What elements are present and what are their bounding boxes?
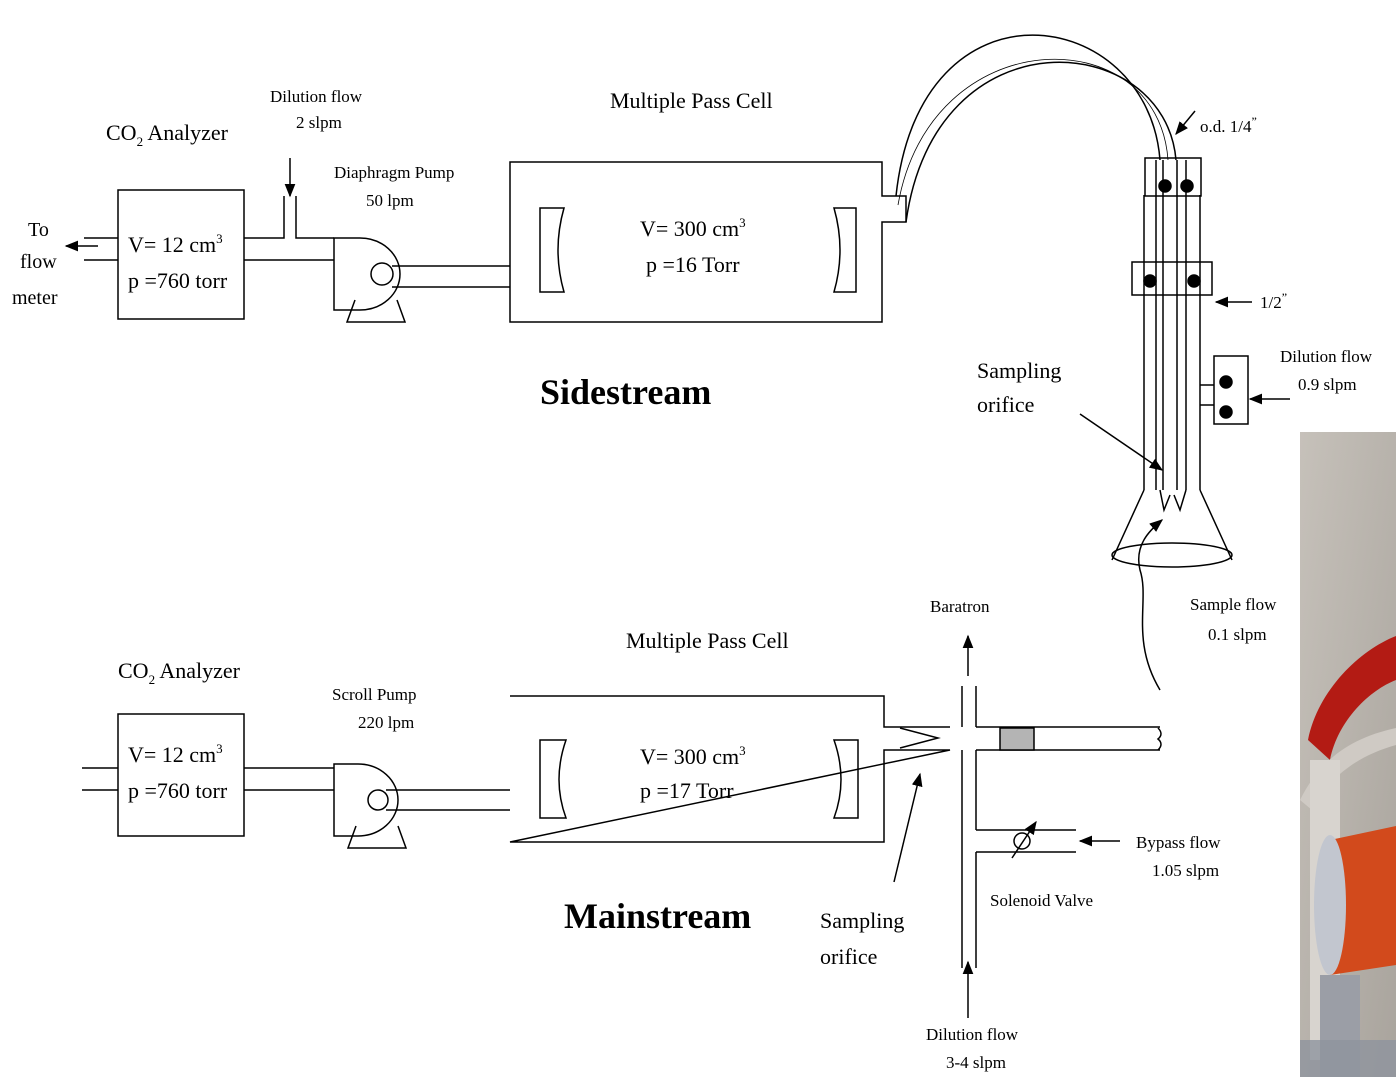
pump-line2: 50 lpm [366,191,414,210]
mirror-right [834,208,856,292]
cell-volume: V= 300 cm3 [640,215,746,241]
bypass-line1: Bypass flow [1136,833,1221,852]
analyzer-main-pressure: p =760 torr [128,778,228,803]
orifice-line2: orifice [977,392,1034,417]
analyzer-main-volume: V= 12 cm3 [128,741,223,767]
pump-line1: Diaphragm Pump [334,163,454,182]
dilution-line2: 2 slpm [296,113,342,132]
sample-flow-arrow [1139,520,1162,690]
baratron-label: Baratron [930,597,990,616]
od-label: o.d. 1/4” [1200,114,1257,136]
multipass-cell-main [510,696,950,842]
dilution34-line2: 3-4 slpm [946,1053,1006,1072]
scroll-pump-line2: 220 lpm [358,713,414,732]
sidestream-heading: Sidestream [540,372,711,412]
orifice-line1: Sampling [977,358,1061,383]
scroll-pump [334,764,406,848]
scroll-pump-line1: Scroll Pump [332,685,417,704]
mainstream-heading: Mainstream [564,896,751,936]
orifice-main-line1: Sampling [820,908,904,933]
cell-pressure: p =16 Torr [646,252,740,277]
bypass-line2: 1.05 slpm [1152,861,1219,880]
sidestream-system [66,35,1290,690]
probe-assembly [1112,158,1248,567]
orifice-main-line2: orifice [820,944,877,969]
analyzer-volume: V= 12 cm3 [128,231,223,257]
diaphragm-pump [334,238,405,322]
dilution-line1: Dilution flow [270,87,363,106]
dilution09-line1: Dilution flow [1280,347,1373,366]
photo-inset [1300,432,1396,1077]
analyzer-box-main [118,714,244,836]
multipass-cell [510,162,906,322]
mirror-left [540,208,564,292]
sample-flow-line1: Sample flow [1190,595,1277,614]
analyzer-main-title: CO2 Analyzer [118,658,241,687]
analyzer-pressure: p =760 torr [128,268,228,293]
mainstream-system [82,636,1161,1018]
cell-main-pressure: p =17 Torr [640,778,734,803]
analyzer-title: CO2 Analyzer [106,120,229,149]
cell-main-volume: V= 300 cm3 [640,743,746,769]
exhaust-line1: To [28,219,49,241]
sample-tube-inner [906,62,1176,222]
dilution34-line1: Dilution flow [926,1025,1019,1044]
half-label: 1/2” [1260,290,1287,312]
valve-label: Solenoid Valve [990,891,1093,910]
sample-tube-outer [896,35,1160,196]
dilution09-line2: 0.9 slpm [1298,375,1357,394]
exhaust-line3: meter [12,287,58,309]
cell-main-title: Multiple Pass Cell [626,628,789,653]
sample-flow-line2: 0.1 slpm [1208,625,1267,644]
orifice-main-arrow [894,774,920,882]
exhaust-line2: flow [20,251,57,273]
cell-title: Multiple Pass Cell [610,88,773,113]
orifice-arrow [1080,414,1162,470]
